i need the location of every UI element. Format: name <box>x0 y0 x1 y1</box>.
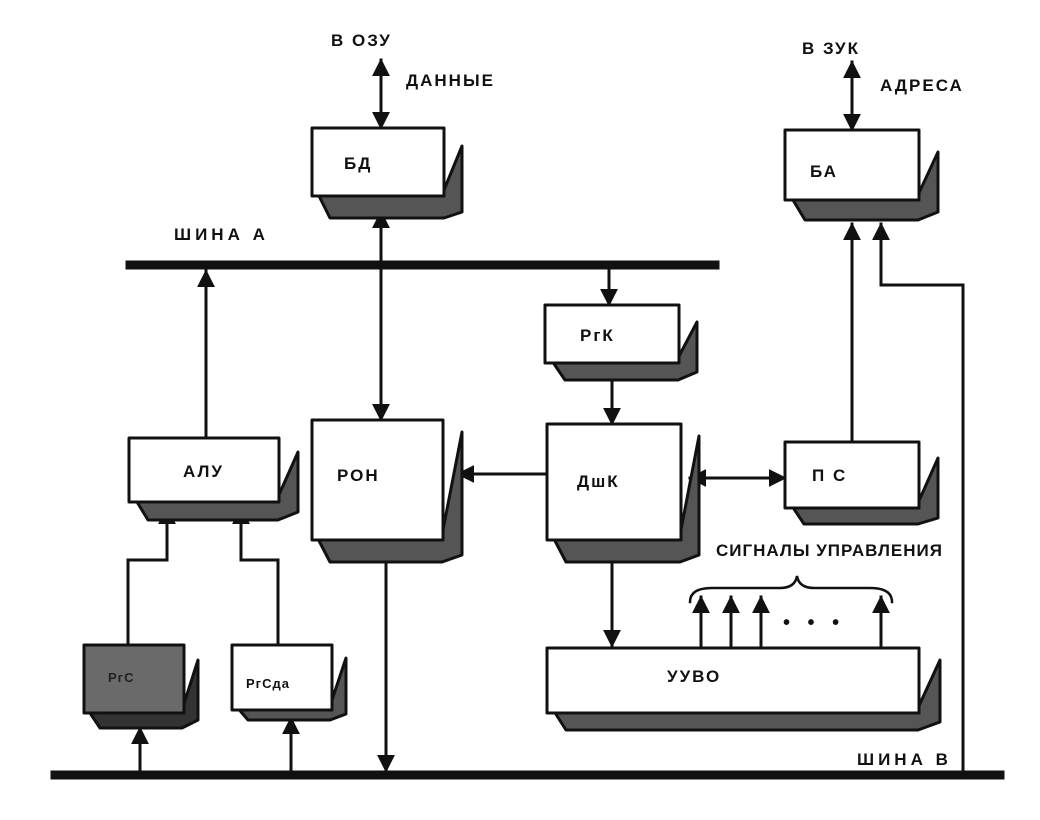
rgk-label: РгК <box>580 326 615 345</box>
dshk-label: ДшК <box>577 472 620 491</box>
ba-label: БА <box>810 162 838 181</box>
rgk-block <box>543 303 681 365</box>
signals-brace <box>688 575 894 604</box>
alu-label: АЛУ <box>183 462 224 481</box>
signals-ellipsis: • • • <box>783 612 846 634</box>
rgsda-alu-link <box>232 506 280 647</box>
bus-b-label: ШИНА В <box>857 750 952 769</box>
bd-block <box>310 126 446 198</box>
addresses-label: АДРЕСА <box>880 76 964 95</box>
dshk-block <box>545 422 683 542</box>
uuvo-block <box>545 646 921 715</box>
control-signals-label: СИГНАЛЫ УПРАВЛЕНИЯ <box>716 541 943 560</box>
rgs-label: РгС <box>108 670 135 685</box>
bus-a-label: ШИНА А <box>174 225 269 244</box>
ba-block <box>783 128 921 202</box>
ps-block <box>783 440 921 510</box>
ron-block <box>310 418 445 542</box>
ron-label: РОН <box>337 466 380 485</box>
data-label: ДАННЫЕ <box>406 71 495 90</box>
to-zuk-label: В ЗУК <box>802 39 860 58</box>
ps-label: П С <box>812 466 848 485</box>
alu-block <box>127 436 281 504</box>
uuvo-label: УУВО <box>667 667 722 686</box>
bus-b-ba-link <box>872 222 965 773</box>
rgsda-block <box>230 643 334 712</box>
rgs-alu-link <box>126 506 176 647</box>
bd-label: БД <box>344 154 373 173</box>
to-ozu-label: В ОЗУ <box>331 31 392 50</box>
rgs-block <box>82 643 186 715</box>
rgsda-label: РгСда <box>246 676 290 691</box>
